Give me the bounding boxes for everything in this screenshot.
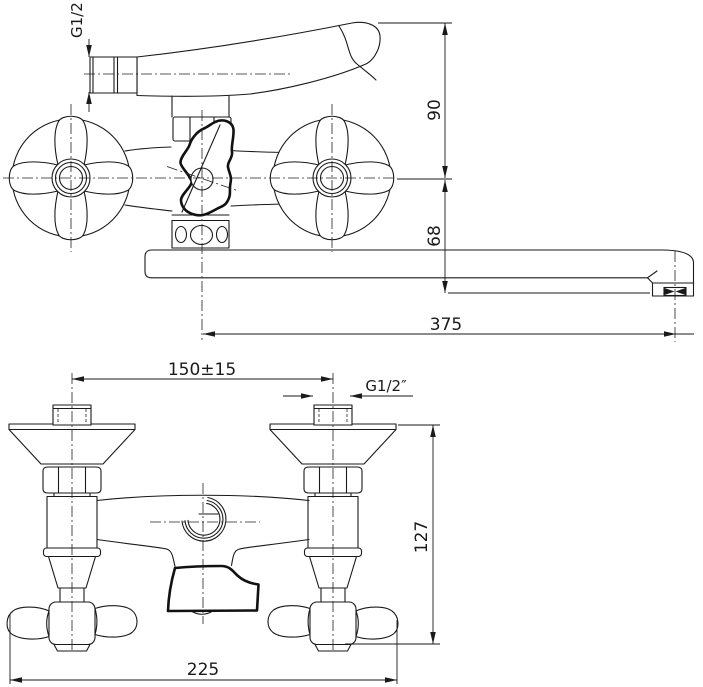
top-view-faucet-front xyxy=(8,21,695,297)
diverter-knob-plan xyxy=(166,564,260,613)
center-lines xyxy=(3,73,676,652)
break-line xyxy=(338,25,377,81)
dim-thread-bottom-view: G1/2″ xyxy=(365,377,407,395)
dim-upper-height: 90 xyxy=(425,99,445,121)
spout-collar xyxy=(171,219,230,249)
bottom-view-faucet-plan xyxy=(6,404,399,652)
dim-wall-centers: 150±15 xyxy=(168,360,236,380)
spout xyxy=(144,249,695,297)
shower-arm xyxy=(136,21,381,97)
dim-lower-height: 68 xyxy=(425,225,445,247)
dim-body-height: 127 xyxy=(412,521,432,553)
dimensions: G1/2 90 68 375 150±15 G1/2″ 127 xyxy=(9,2,694,684)
dim-thread-top-view: G1/2 xyxy=(68,2,86,38)
dim-overall-width: 225 xyxy=(187,660,219,680)
dim-spout-reach: 375 xyxy=(430,315,462,335)
diverter-lever xyxy=(179,119,235,217)
